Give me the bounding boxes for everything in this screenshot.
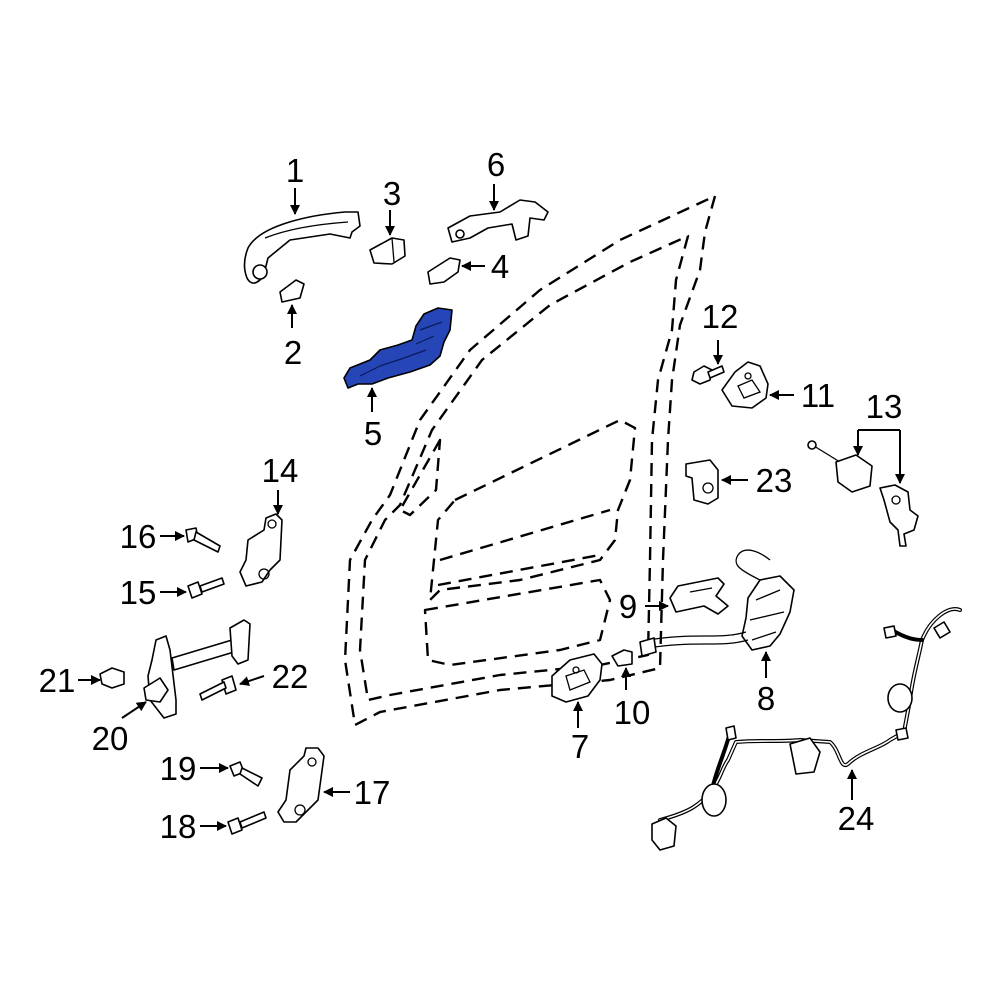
callout-1: 1	[286, 152, 304, 189]
handle-reinforcement	[447, 199, 549, 243]
door-latch-actuator	[639, 549, 795, 657]
callout-22: 22	[272, 658, 309, 695]
callout-4: 4	[491, 248, 509, 285]
door-striker	[721, 361, 769, 409]
handle-gasket-front	[427, 257, 461, 285]
inside-handle	[551, 653, 603, 703]
callout-21: 21	[39, 662, 76, 699]
lock-cylinder-with-keys	[807, 440, 919, 547]
handle-gasket-rear	[279, 279, 305, 303]
callout-14: 14	[262, 452, 299, 489]
check-bolt-left	[99, 667, 125, 689]
callout-numbers: 1 2 3 4 5 6 7 8 9 10 11 12 13 14 15 16 1…	[39, 146, 903, 845]
outer-door-handle	[243, 211, 361, 284]
hinge-bolt-lower	[187, 577, 225, 599]
callout-13: 13	[866, 388, 903, 425]
handle-clip	[611, 649, 633, 667]
callout-8: 8	[757, 680, 775, 717]
callout-2: 2	[284, 334, 302, 371]
callout-5: 5	[364, 415, 382, 452]
callout-15: 15	[120, 574, 157, 611]
lower-hinge-bolt-b	[227, 811, 267, 835]
door-bumper	[685, 459, 719, 505]
callout-24: 24	[838, 800, 875, 837]
handle-bracket	[343, 307, 453, 389]
hinge-bolt-upper	[185, 527, 221, 553]
callout-3: 3	[383, 175, 401, 212]
callout-20: 20	[92, 720, 129, 757]
callout-7: 7	[571, 728, 589, 765]
callout-16: 16	[120, 518, 157, 555]
lower-hinge-bolt-a	[229, 761, 263, 787]
door-outline	[343, 194, 717, 727]
door-check	[143, 619, 251, 719]
striker-screw	[691, 365, 725, 385]
callout-11: 11	[801, 377, 835, 414]
callout-12: 12	[702, 298, 739, 335]
callout-17: 17	[354, 774, 391, 811]
callout-19: 19	[160, 750, 197, 787]
handle-cap	[369, 237, 406, 265]
callout-18: 18	[160, 808, 197, 845]
callout-6: 6	[487, 146, 505, 183]
check-bolt-right	[199, 675, 237, 701]
callout-9: 9	[619, 588, 637, 625]
wiring-harness	[651, 607, 962, 851]
callout-23: 23	[756, 462, 793, 499]
lower-hinge	[277, 747, 325, 823]
callout-10: 10	[614, 694, 651, 731]
upper-hinge	[239, 513, 283, 587]
lock-bracket	[669, 577, 729, 615]
leader-lines	[78, 184, 905, 831]
